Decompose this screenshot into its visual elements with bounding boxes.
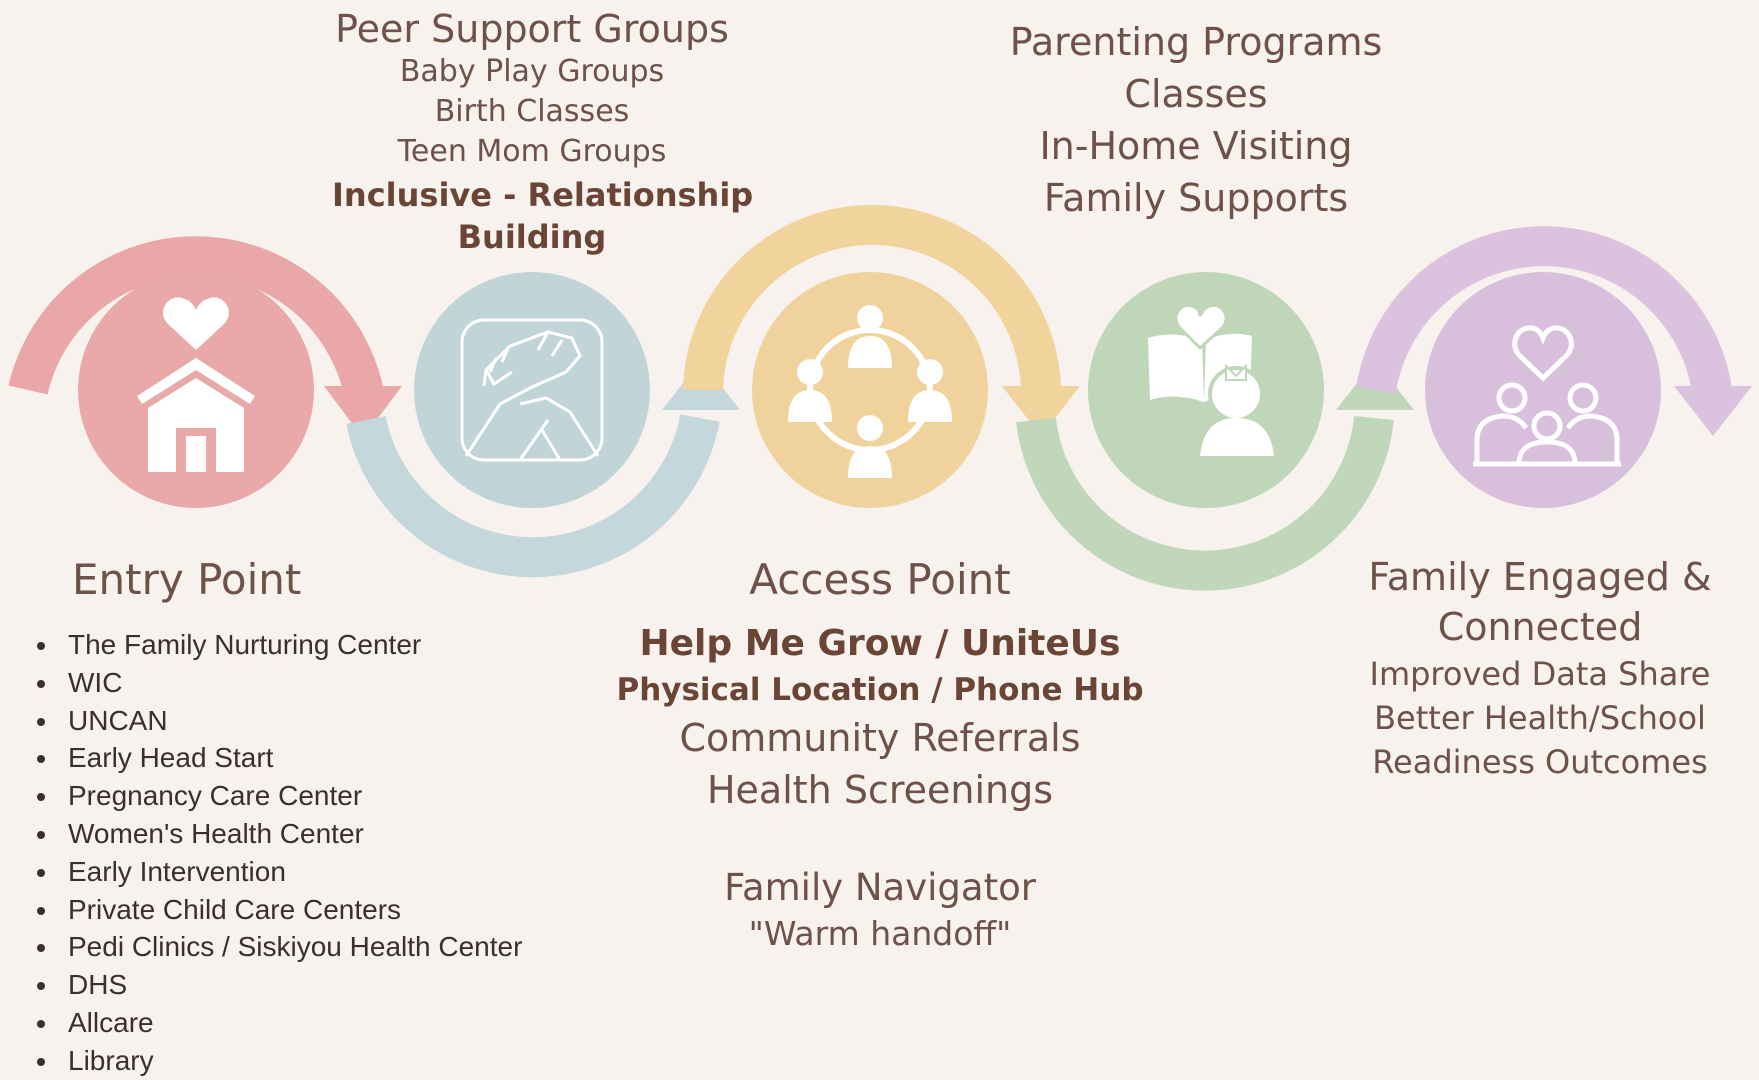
list-item: Private Child Care Centers — [60, 891, 522, 929]
parenting-line: Family Supports — [1043, 176, 1349, 220]
engaged-line: Improved Data Share — [1369, 655, 1711, 693]
list-item: Library — [60, 1042, 522, 1080]
list-item: Allcare — [60, 1004, 522, 1042]
peer-circle — [414, 272, 650, 508]
access-point-block: Access Point Help Me Grow / UniteUs Phys… — [600, 552, 1160, 956]
engaged-block: Family Engaged & Connected Improved Data… — [1330, 552, 1750, 784]
arrow-entry-to-peer — [8, 236, 402, 438]
handshake-icon — [460, 318, 604, 462]
engaged-title-line2: Connected — [1437, 605, 1643, 649]
warm-handoff: "Warm handoff" — [748, 914, 1012, 953]
parenting-block: Parenting Programs Classes In-Home Visit… — [990, 16, 1402, 224]
parent-reading-child-icon — [1148, 303, 1274, 456]
parenting-line: In-Home Visiting — [1039, 124, 1353, 168]
list-item: Early Intervention — [60, 853, 522, 891]
engaged-line: Better Health/School — [1374, 699, 1706, 737]
list-item: UNCAN — [60, 702, 522, 740]
peer-support-block: Peer Support Groups Baby Play Groups Bir… — [332, 6, 754, 258]
access-circle — [752, 272, 988, 508]
list-item: Women's Health Center — [60, 815, 522, 853]
access-line: Health Screenings — [706, 768, 1054, 812]
parenting-line: Parenting Programs — [1009, 20, 1383, 64]
peer-item: Baby Play Groups — [399, 54, 665, 89]
peer-emphasis-line1: Inclusive - Relationship — [332, 176, 754, 214]
list-item: Pregnancy Care Center — [60, 777, 522, 815]
parenting-line: Classes — [1124, 72, 1268, 116]
family-heart-icon — [1473, 325, 1621, 467]
access-line: Community Referrals — [679, 716, 1081, 760]
access-point-title: Access Point — [749, 555, 1011, 604]
heart-house-icon — [137, 297, 255, 472]
engaged-circle — [1425, 272, 1661, 508]
peer-support-title: Peer Support Groups — [335, 7, 729, 51]
arrow-access-to-parenting — [683, 205, 1080, 436]
peer-item: Birth Classes — [434, 94, 630, 129]
list-item: Early Head Start — [60, 739, 522, 777]
family-navigator: Family Navigator — [724, 866, 1036, 909]
list-item: Pedi Clinics / Siskiyou Health Center — [60, 928, 522, 966]
arrow-engaged-exit — [1356, 226, 1752, 436]
entry-point-title: Entry Point — [72, 555, 302, 604]
entry-point-list: The Family Nurturing Center WIC UNCAN Ea… — [32, 626, 522, 1080]
list-item: WIC — [60, 664, 522, 702]
engaged-title-line1: Family Engaged & — [1368, 555, 1712, 599]
list-item: The Family Nurturing Center — [60, 626, 522, 664]
peer-item: Teen Mom Groups — [397, 134, 667, 169]
peer-emphasis-line2: Building — [457, 218, 607, 256]
list-item: DHS — [60, 966, 522, 1004]
access-bold-line1: Help Me Grow / UniteUs — [639, 623, 1121, 664]
access-bold-line2: Physical Location / Phone Hub — [616, 672, 1144, 708]
engaged-line: Readiness Outcomes — [1372, 743, 1708, 781]
people-circle-icon — [788, 305, 952, 478]
